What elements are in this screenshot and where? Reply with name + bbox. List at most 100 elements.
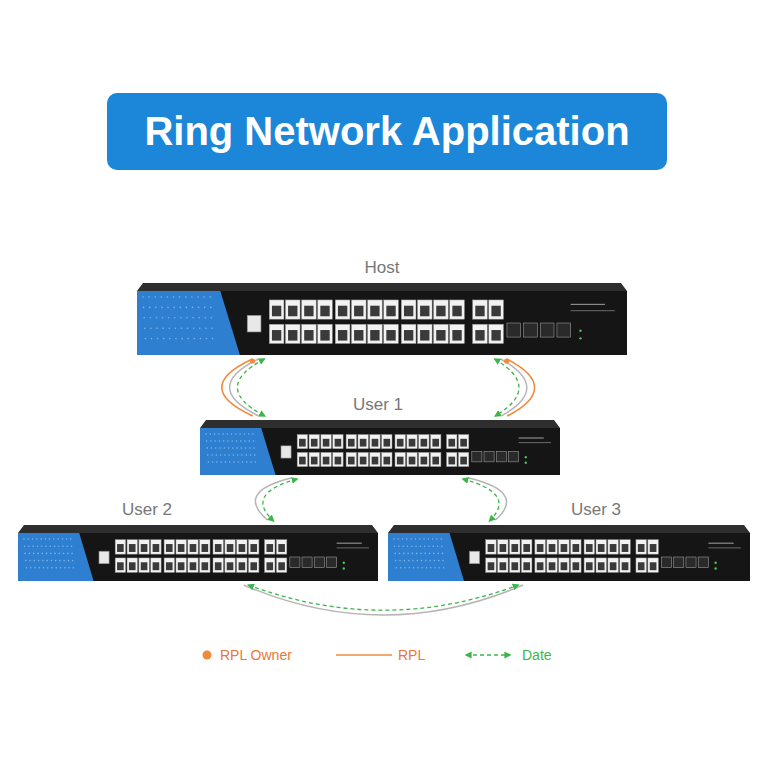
- panel-dot: [255, 461, 257, 463]
- rj45-port-inner: [335, 457, 342, 465]
- panel-dot: [50, 553, 52, 555]
- panel-dot: [209, 296, 211, 298]
- panel-dot: [207, 454, 209, 456]
- switch-node: Host: [137, 283, 627, 355]
- rj45-port: [608, 540, 618, 554]
- rj45-port: [417, 300, 432, 319]
- rj45-port: [620, 540, 630, 554]
- panel-dot: [59, 560, 61, 562]
- ring-connector: [463, 478, 507, 521]
- panel-dot: [443, 567, 445, 569]
- rj45-port: [450, 300, 465, 319]
- panel-dot: [49, 545, 51, 547]
- panel-dot: [227, 440, 229, 442]
- rj45-port-inner: [117, 544, 124, 552]
- rj45-port: [535, 558, 545, 572]
- link-line: [501, 359, 527, 416]
- panel-dot: [42, 560, 44, 562]
- rj45-port: [346, 435, 356, 449]
- panel-dot: [424, 545, 426, 547]
- rj45-port-inner: [436, 306, 445, 317]
- panel-dot: [214, 440, 216, 442]
- rj45-port-inner: [348, 457, 355, 465]
- rj45-port-inner: [190, 562, 197, 570]
- panel-dot: [216, 461, 218, 463]
- rj45-port: [151, 540, 161, 554]
- panel-dot: [53, 538, 55, 540]
- rj45-port-inner: [386, 330, 395, 341]
- panel-dot: [45, 538, 47, 540]
- panel-dot: [67, 553, 69, 555]
- panel-dot: [54, 553, 56, 555]
- panel-dot: [181, 338, 183, 340]
- panel-dot: [433, 553, 435, 555]
- panel-dot: [43, 567, 45, 569]
- rj45-port-inner: [573, 562, 580, 570]
- panel-dot: [233, 454, 235, 456]
- panel-dot: [149, 307, 151, 309]
- rj45-port-inner: [278, 562, 285, 570]
- panel-dot: [157, 338, 159, 340]
- panel-dot: [210, 440, 212, 442]
- panel-dot: [185, 296, 187, 298]
- panel-dot: [191, 296, 193, 298]
- rj45-port: [648, 540, 658, 554]
- rj45-port-inner: [549, 544, 556, 552]
- panel-dot: [428, 538, 430, 540]
- panel-dot: [70, 538, 72, 540]
- rj45-port-inner: [460, 439, 467, 447]
- panel-dot: [211, 454, 213, 456]
- rj45-port: [351, 324, 366, 343]
- rj45-port-inner: [386, 306, 395, 317]
- rpl-owner-dot: [504, 358, 509, 363]
- legend-line: [336, 654, 392, 655]
- panel-dot: [73, 567, 75, 569]
- link-line: [244, 585, 523, 615]
- panel-dot: [71, 553, 73, 555]
- status-led: [714, 562, 716, 564]
- panel-dot: [173, 307, 175, 309]
- rj45-port: [401, 300, 416, 319]
- panel-dot: [425, 560, 427, 562]
- rj45-port-inner: [288, 306, 297, 317]
- panel-dot: [415, 538, 417, 540]
- rj45-port-inner: [338, 330, 347, 341]
- rj45-port-inner: [266, 544, 273, 552]
- rj45-port-inner: [311, 457, 318, 465]
- sfp-port: [698, 557, 708, 568]
- panel-dot: [203, 296, 205, 298]
- panel-dot: [241, 447, 243, 449]
- panel-dot: [432, 538, 434, 540]
- rj45-port: [151, 558, 161, 572]
- sfp-port: [686, 557, 696, 568]
- rj45-port: [269, 324, 284, 343]
- faceplate-marking: [708, 543, 733, 544]
- rj45-port: [318, 300, 333, 319]
- rj45-port: [498, 540, 508, 554]
- rj45-port-inner: [354, 306, 363, 317]
- rj45-port: [249, 540, 259, 554]
- rj45-port: [321, 452, 331, 466]
- rj45-port-inner: [153, 544, 160, 552]
- panel-dot: [209, 433, 211, 435]
- panel-dot: [205, 327, 207, 329]
- panel-dot: [399, 553, 401, 555]
- panel-dot: [26, 567, 28, 569]
- rj45-port: [596, 558, 606, 572]
- panel-dot: [47, 567, 49, 569]
- panel-dot: [38, 560, 40, 562]
- rj45-port: [333, 435, 343, 449]
- rj45-port: [188, 540, 198, 554]
- panel-dot: [143, 317, 145, 319]
- panel-dot: [24, 545, 26, 547]
- title-text: Ring Network Application: [144, 109, 629, 154]
- panel-dot: [200, 338, 202, 340]
- panel-dot: [66, 538, 68, 540]
- ring-connector: [255, 478, 297, 521]
- rj45-port: [333, 452, 343, 466]
- rj45-port-inner: [202, 562, 209, 570]
- link-line: [469, 478, 507, 520]
- panel-dot: [206, 440, 208, 442]
- rj45-port: [547, 540, 557, 554]
- panel-dot: [242, 461, 244, 463]
